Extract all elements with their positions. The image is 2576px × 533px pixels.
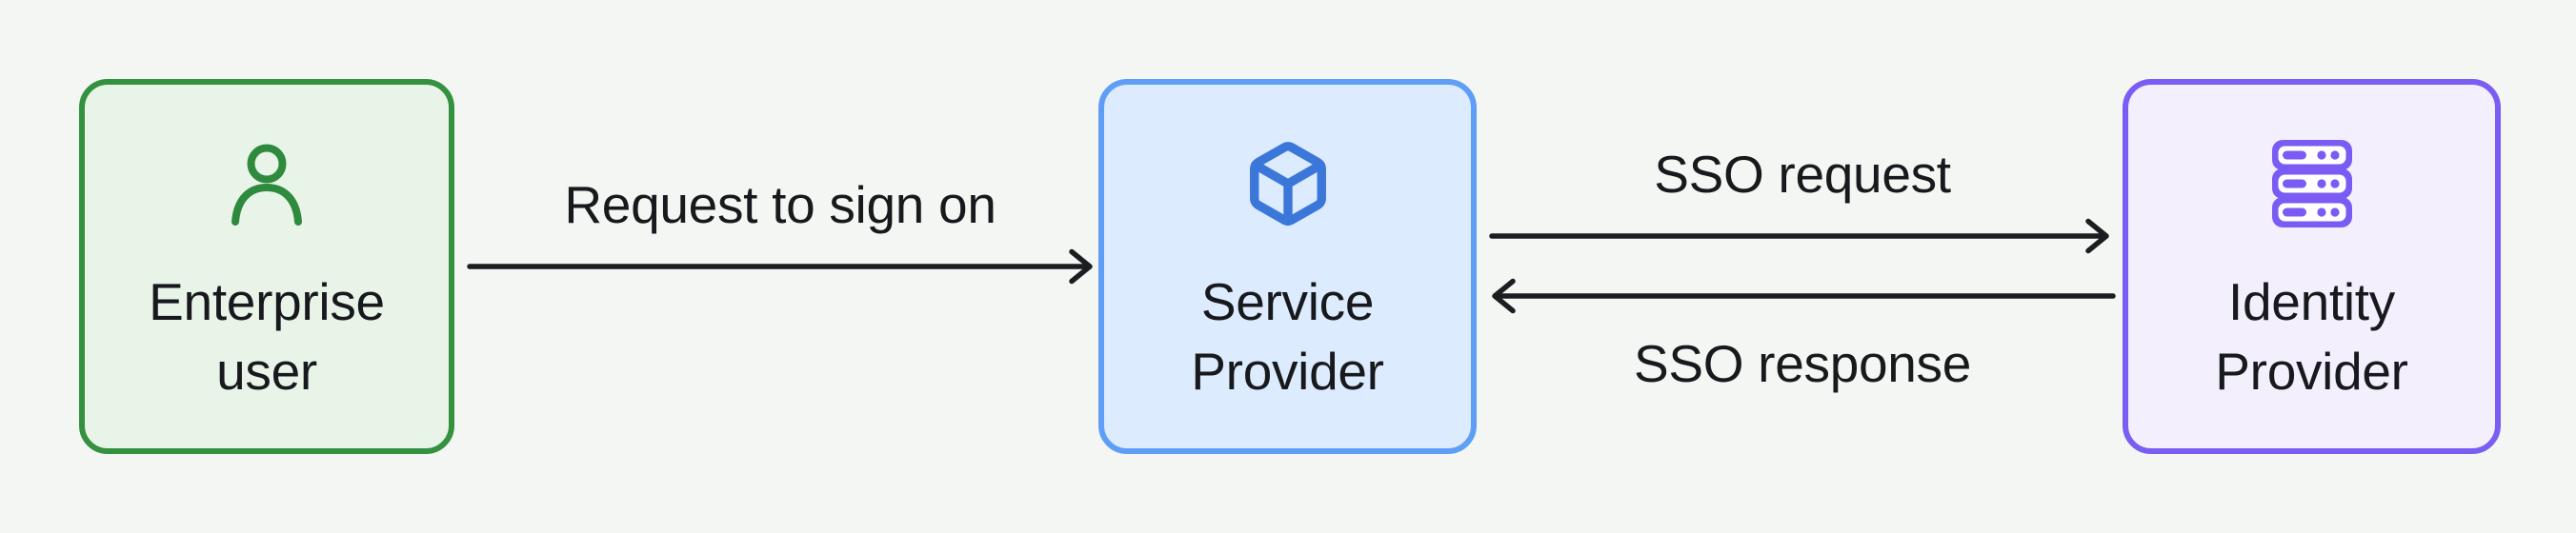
node-label-line1: Enterprise [149, 272, 385, 331]
node-label-line2: Provider [1191, 342, 1384, 401]
server-stack-icon [2271, 140, 2352, 227]
edge-label-request-to-sign-on: Request to sign on [564, 175, 996, 234]
edge-label-sso-response: SSO response [1633, 334, 1972, 393]
node-label-line1: Service [1200, 272, 1375, 331]
node-label-line2: Provider [2215, 342, 2408, 401]
arrow-sso-request [1489, 218, 2109, 254]
node-label-line2: user [216, 342, 317, 401]
node-identity-provider: Identity Provider [2123, 79, 2501, 454]
cube-icon [1243, 140, 1333, 227]
edge-label-sso-request: SSO request [1654, 145, 1951, 204]
user-icon [229, 140, 305, 227]
arrow-request-to-sign-on [467, 248, 1093, 285]
node-label-line1: Identity [2228, 272, 2395, 331]
node-enterprise-user: Enterprise user [79, 79, 454, 454]
arrow-sso-response [1492, 278, 2116, 314]
node-service-provider: Service Provider [1098, 79, 1477, 454]
